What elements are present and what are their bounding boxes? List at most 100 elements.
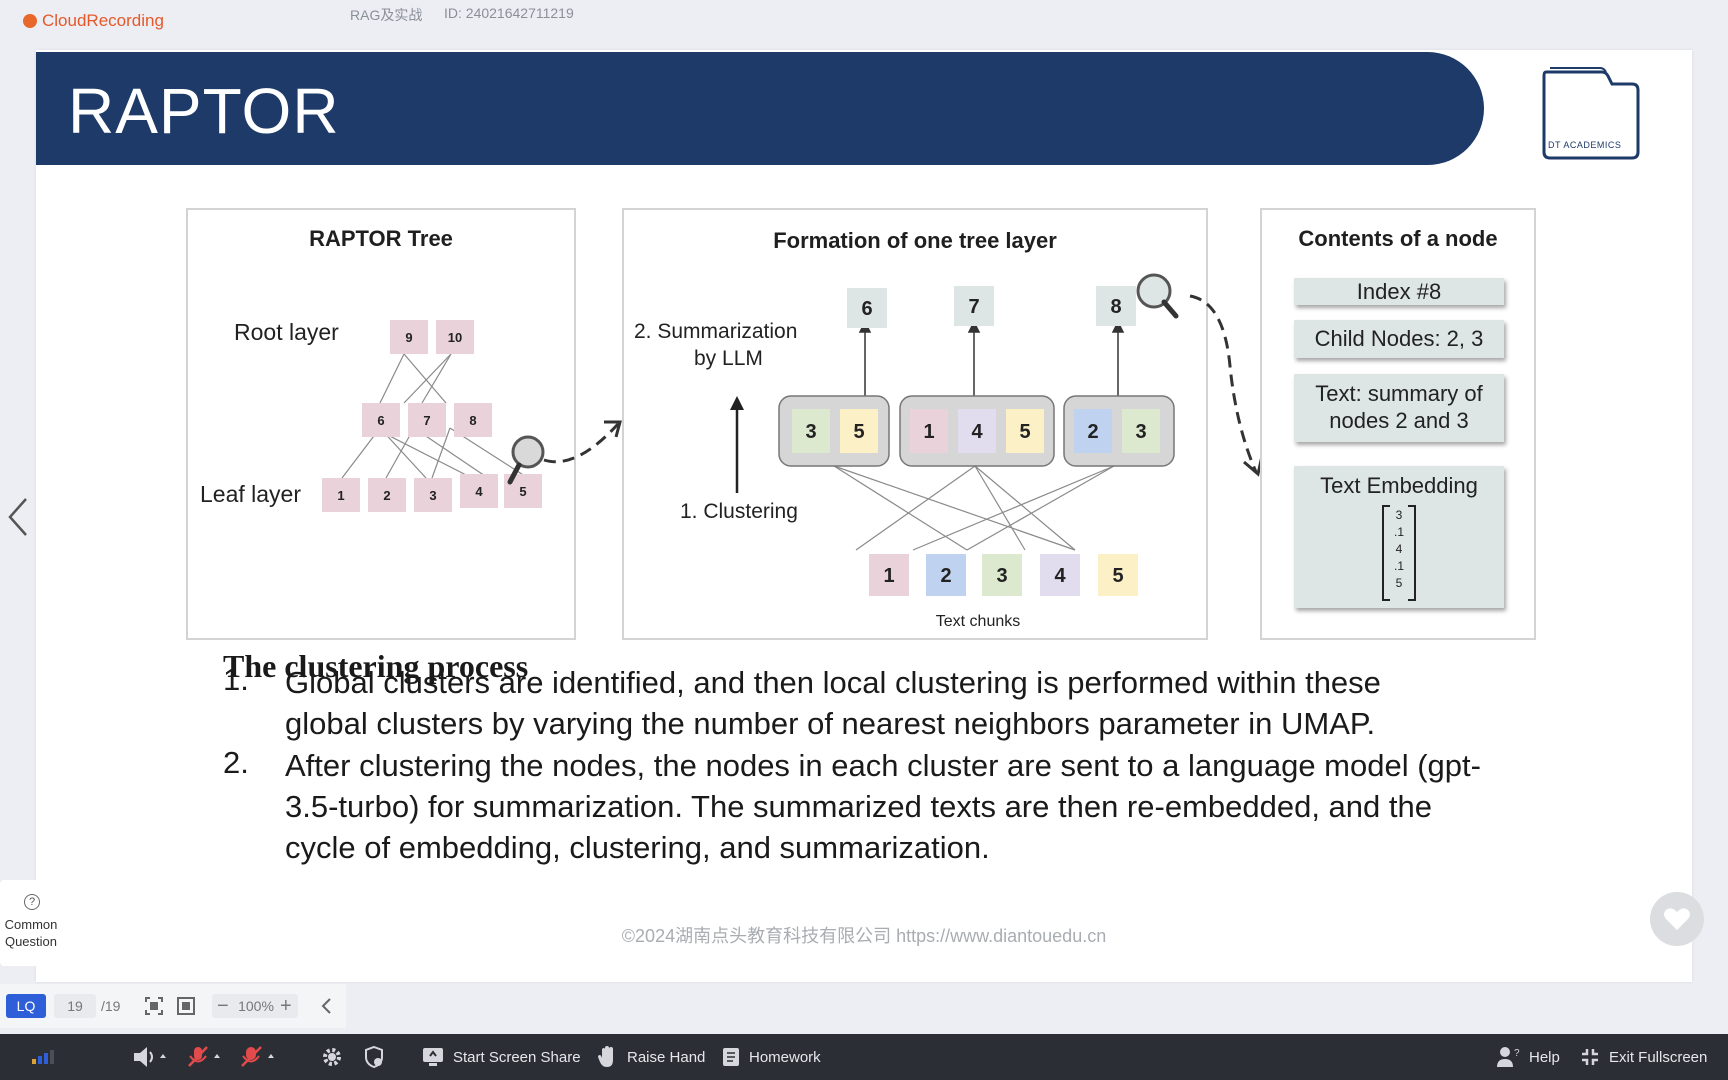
dashed-arrow-icon: [543, 420, 622, 464]
embedding-value: 4: [1395, 542, 1403, 556]
root-layer-label: Root layer: [234, 319, 339, 345]
tree-mid-node: 6: [377, 413, 384, 428]
raise-hand-label: Raise Hand: [627, 1048, 706, 1066]
section-heading: The clustering process: [223, 648, 529, 684]
fullscreen-slide-icon[interactable]: [175, 995, 197, 1017]
presentation-slide: RAPTOR DT ACADEMICS RAPTOR Tree: [36, 50, 1692, 982]
summarization-label: 2. Summarization: [634, 320, 797, 343]
common-question-text: Common: [4, 917, 58, 932]
summarization-label: by LLM: [694, 347, 763, 370]
list-item-number: 1.: [223, 662, 249, 697]
tree-leaf-node: 4: [475, 484, 483, 499]
homework-label: Homework: [749, 1048, 821, 1066]
node-text-embedding: Text Embedding 3 .1 4 .1 5: [1294, 466, 1504, 608]
tree-leaf-node: 5: [519, 484, 526, 499]
node-contents-panel: Contents of a node Index #8 Child Nodes:…: [1260, 208, 1536, 640]
like-button[interactable]: [1650, 892, 1704, 946]
tree-leaf-node: 1: [337, 488, 344, 503]
help-button[interactable]: ? Help: [1496, 1034, 1560, 1080]
tree-layer-diagram: 6 7 8 3 5 1 4 5 2 3: [634, 273, 1179, 630]
zoom-in-button[interactable]: +: [280, 995, 292, 1017]
settings-button[interactable]: [320, 1034, 353, 1080]
recording-label: CloudRecording: [42, 11, 164, 30]
panel-title-formation: Formation of one tree layer: [773, 228, 1057, 253]
slide-title: RAPTOR: [68, 75, 340, 147]
tree-layer-formation-panel: Formation of one tree layer: [622, 208, 1208, 640]
copyright-notice: ©2024湖南点头教育科技有限公司 https://www.diantouedu…: [621, 926, 1107, 946]
logo-text: DT ACADEMICS: [1548, 140, 1622, 150]
start-screen-share-label: Start Screen Share: [453, 1048, 581, 1066]
leaf-layer-label: Leaf layer: [200, 481, 301, 507]
text-chunk-node: 4: [1054, 565, 1066, 587]
zoom-level: 100%: [238, 998, 274, 1014]
gear-icon: [323, 1048, 341, 1066]
text-chunk-node: 5: [1112, 565, 1123, 587]
screen-share-icon: [423, 1048, 443, 1066]
signal-indicator: [30, 1034, 79, 1080]
start-screen-share-button[interactable]: Start Screen Share: [422, 1034, 581, 1080]
title-banner: RAPTOR: [36, 52, 1484, 165]
list-item-line: global clusters by varying the number of…: [285, 706, 1376, 741]
cluster-node: 3: [805, 421, 816, 443]
speaker-icon: [134, 1047, 166, 1067]
embedding-value: 5: [1395, 576, 1403, 590]
cluster-node: 5: [1019, 421, 1030, 443]
signal-icon: [32, 1050, 54, 1064]
text-chunk-node: 1: [883, 565, 894, 587]
raptor-tree-panel: RAPTOR Tree 9 10 6: [186, 208, 576, 640]
security-button[interactable]: [362, 1034, 395, 1080]
cluster-node: 1: [923, 421, 934, 443]
help-icon: ?: [1497, 1047, 1520, 1067]
cluster-node: 4: [971, 421, 983, 443]
microphone-button[interactable]: [186, 1034, 231, 1080]
text-chunk-node: 3: [996, 565, 1007, 587]
tree-mid-node: 7: [423, 413, 430, 428]
embedding-value: .1: [1393, 525, 1404, 539]
embedding-title: Text Embedding: [1320, 473, 1478, 498]
magnifier-icon: [507, 435, 545, 485]
exit-fullscreen-button[interactable]: Exit Fullscreen: [1580, 1034, 1707, 1080]
exit-fullscreen-icon: [1582, 1049, 1598, 1065]
dashed-arrow-icon: [1189, 294, 1264, 477]
homework-button[interactable]: Homework: [722, 1034, 821, 1080]
fit-screen-icon[interactable]: [143, 995, 165, 1017]
heart-icon: [1664, 908, 1690, 930]
meeting-id: ID: 24021642711219: [444, 5, 574, 21]
summary-node: 6: [861, 298, 872, 320]
common-question-text: Question: [4, 934, 58, 949]
common-question-label: Common Question: [0, 916, 62, 950]
raise-hand-button[interactable]: Raise Hand: [596, 1034, 705, 1080]
recording-header: CloudRecording RAG及实战 ID: 24021642711219: [0, 0, 1728, 40]
camera-button[interactable]: [240, 1034, 285, 1080]
quality-toggle-button[interactable]: LQ: [6, 994, 46, 1018]
page-total: /19: [101, 998, 121, 1014]
meeting-control-bar: Start Screen Share Raise Hand Homework ?…: [0, 1034, 1728, 1080]
microphone-muted-icon: [188, 1046, 220, 1067]
speaker-button[interactable]: [132, 1034, 177, 1080]
panel-title-node-contents: Contents of a node: [1298, 226, 1498, 251]
clustering-label: 1. Clustering: [680, 500, 798, 523]
summary-node: 7: [968, 296, 979, 318]
cluster-node: 3: [1135, 421, 1146, 443]
common-question-button[interactable]: ? Common Question: [0, 880, 62, 966]
recording-indicator-icon: [23, 14, 37, 28]
node-text-line: nodes 2 and 3: [1329, 408, 1469, 433]
list-item-line: Global clusters are identified, and then…: [285, 665, 1381, 700]
page-number-input[interactable]: [54, 994, 96, 1018]
raptor-tree-diagram: 9 10 6 7 8 1 2 3 4 5 Root layer: [200, 319, 545, 512]
node-text-line: Text: summary of: [1315, 381, 1483, 406]
course-name: RAG及实战: [350, 7, 423, 23]
tree-root-node: 10: [448, 330, 462, 345]
homework-icon: [723, 1048, 739, 1066]
zoom-out-button[interactable]: −: [217, 995, 229, 1017]
dt-academics-logo: [1542, 67, 1640, 160]
summary-node: 8: [1110, 296, 1121, 318]
embedding-vector: 3 .1 4 .1 5: [1382, 505, 1416, 601]
tree-leaf-node: 2: [383, 488, 390, 503]
magnifier-icon: [1136, 273, 1179, 319]
node-text-summary: Text: summary of nodes 2 and 3: [1294, 374, 1504, 442]
chevron-left-icon[interactable]: [6, 495, 30, 539]
collapse-toolbar-icon[interactable]: [316, 995, 338, 1017]
text-chunk-node: 2: [940, 565, 951, 587]
exit-fullscreen-label: Exit Fullscreen: [1609, 1048, 1708, 1066]
